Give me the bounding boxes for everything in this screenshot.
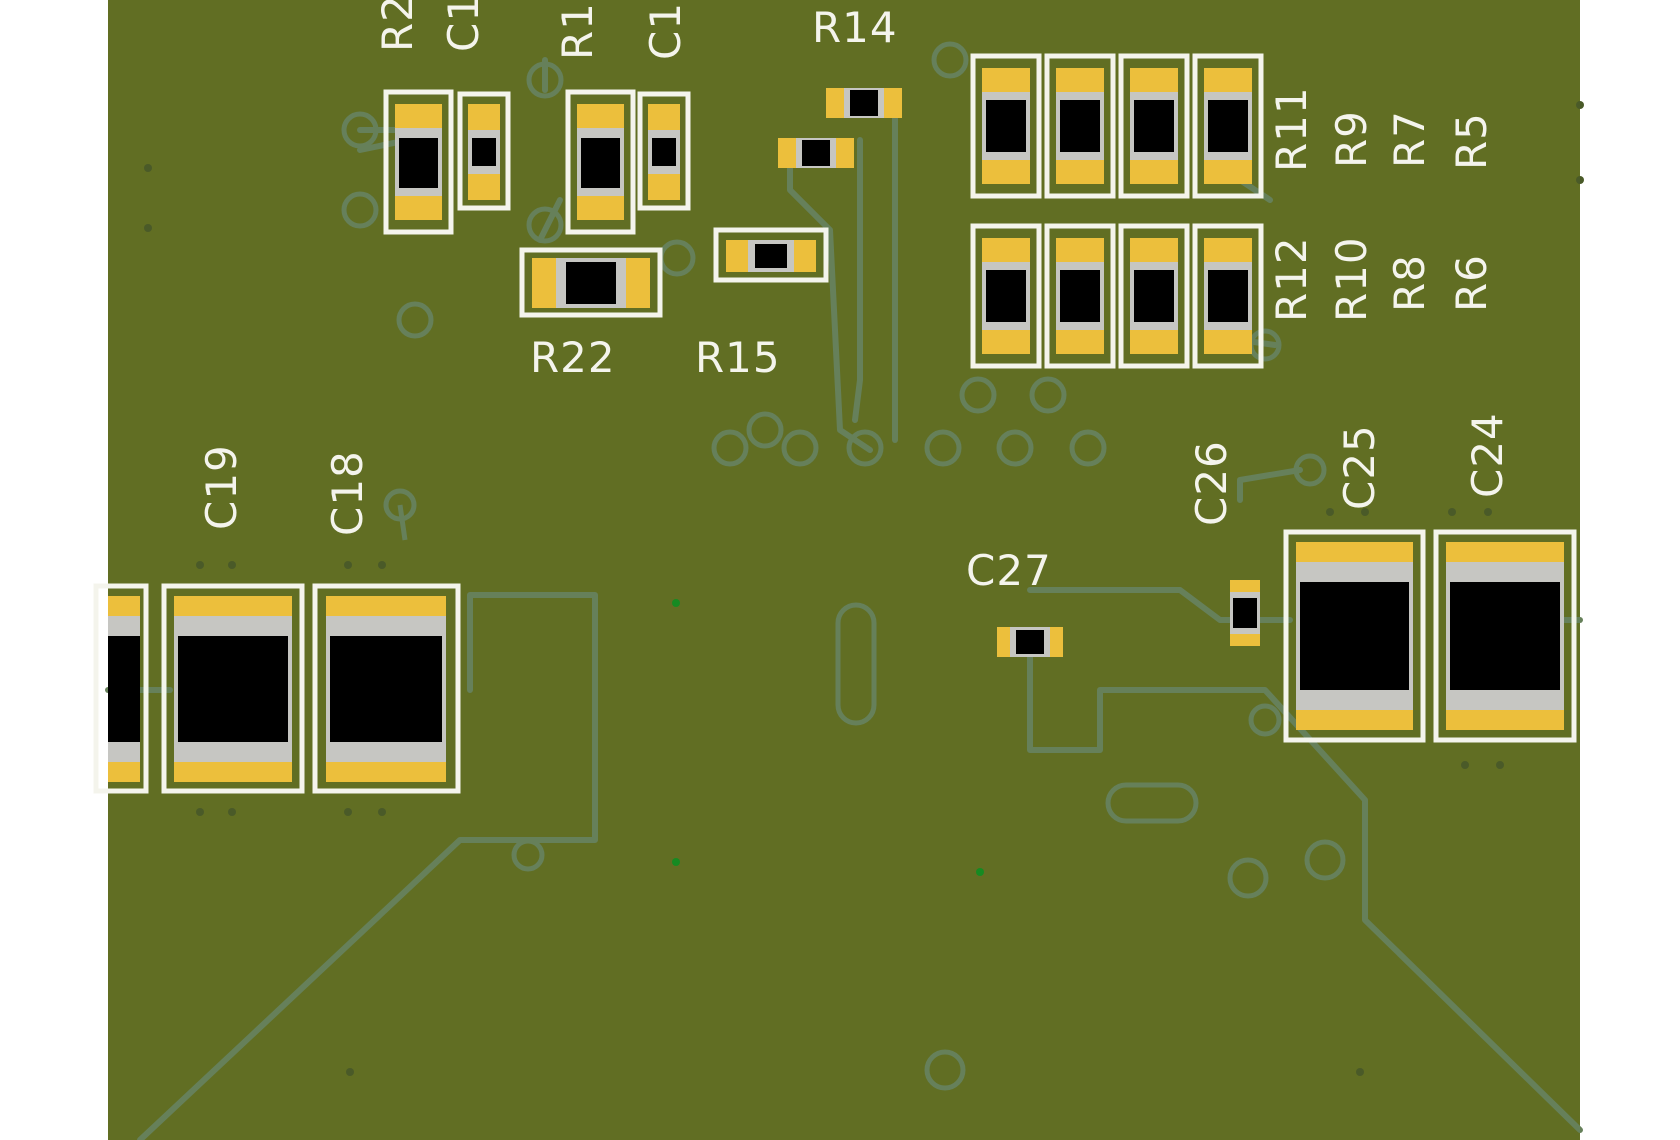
resistor-array-bottom	[970, 223, 1264, 369]
component-C19	[161, 583, 305, 794]
component-C25	[1283, 529, 1426, 743]
component-C27	[997, 627, 1063, 657]
component-R2	[383, 89, 454, 235]
label-R1: R1	[553, 2, 602, 60]
via	[924, 429, 962, 467]
label-C19: C19	[197, 444, 246, 530]
label-C26: C26	[1187, 440, 1236, 526]
trace-layer	[105, 57, 1583, 1140]
component-C24	[1433, 529, 1577, 743]
label-R10: R10	[1327, 236, 1376, 322]
via	[781, 429, 819, 467]
label-R9: R9	[1327, 110, 1376, 168]
component-R14	[826, 88, 902, 118]
component-C1b	[637, 91, 691, 211]
via	[846, 429, 884, 467]
via	[1029, 376, 1067, 414]
component-R10	[1044, 223, 1116, 369]
label-R2: R2	[373, 0, 422, 52]
component-R12	[970, 223, 1042, 369]
component-small-resistor	[778, 138, 854, 168]
component-R11	[970, 53, 1042, 199]
component-capacitor-partial	[93, 583, 149, 794]
via	[526, 206, 564, 244]
slot	[1105, 782, 1199, 824]
label-R11: R11	[1267, 86, 1316, 172]
silkscreen-labels: R2 C1 R1 C1 R14 R11 R9 R7 R5 R12 R10 R8 …	[197, 0, 1512, 595]
component-R15	[713, 227, 829, 283]
via	[924, 1049, 966, 1091]
component-R22	[519, 247, 663, 318]
label-C1b: C1	[641, 2, 690, 60]
component-R9	[1044, 53, 1116, 199]
component-C18	[312, 583, 461, 794]
via	[396, 301, 434, 339]
label-R5: R5	[1447, 112, 1496, 170]
via	[1248, 703, 1282, 737]
via	[746, 411, 784, 449]
label-R6: R6	[1447, 254, 1496, 312]
component-R5	[1192, 53, 1264, 199]
label-C27: C27	[966, 546, 1052, 595]
label-C18: C18	[323, 450, 372, 536]
via	[996, 429, 1034, 467]
via	[526, 61, 564, 99]
via	[711, 429, 749, 467]
label-R8: R8	[1385, 254, 1434, 312]
label-R7: R7	[1385, 110, 1434, 168]
component-R7	[1118, 53, 1190, 199]
via	[1293, 453, 1327, 487]
via	[341, 111, 379, 149]
via	[1227, 857, 1269, 899]
component-R6	[1192, 223, 1264, 369]
component-R1	[565, 89, 636, 235]
via	[1069, 429, 1107, 467]
via	[341, 191, 379, 229]
green-marker-dots	[672, 599, 984, 876]
component-C1a	[457, 91, 511, 211]
label-R14: R14	[812, 3, 898, 52]
label-R22: R22	[530, 333, 616, 382]
component-C26	[1230, 580, 1260, 646]
via	[931, 41, 969, 79]
via-layer	[341, 41, 1346, 1091]
label-C25: C25	[1335, 424, 1384, 510]
slot	[835, 602, 877, 726]
component-R8	[1118, 223, 1190, 369]
via	[511, 838, 545, 872]
label-C1a: C1	[439, 0, 488, 52]
via	[1304, 839, 1346, 881]
via-dot-layer	[144, 101, 1584, 1076]
label-R12: R12	[1267, 236, 1316, 322]
resistor-array-top	[970, 53, 1264, 199]
label-R15: R15	[695, 333, 781, 382]
label-C24: C24	[1463, 412, 1512, 498]
via	[959, 376, 997, 414]
